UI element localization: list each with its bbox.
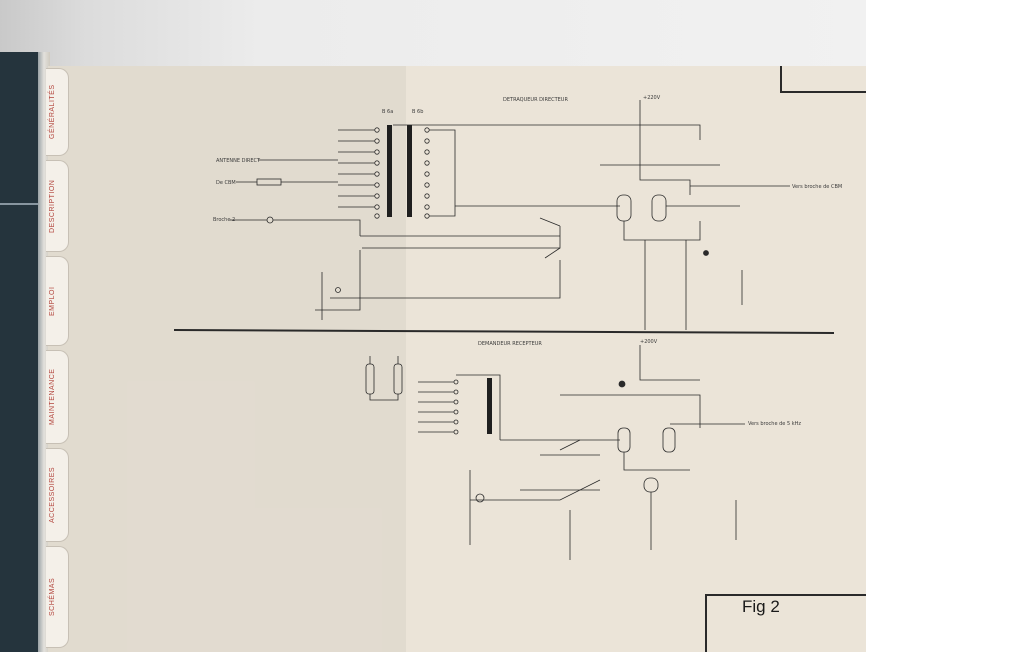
figure-label: Fig 2	[742, 597, 780, 616]
lower-node	[618, 380, 626, 388]
tube-4	[662, 427, 676, 453]
input-resistor	[256, 178, 282, 186]
scanner-background	[0, 0, 866, 66]
ground-dot	[703, 250, 709, 256]
input-connector	[266, 216, 274, 224]
input-label-cbm-1: De CBM	[216, 180, 236, 186]
tab-emploi[interactable]: EMPLOI	[46, 256, 69, 346]
antenna-direct-label: ANTENNE DIRECT	[216, 158, 261, 164]
test-point	[335, 287, 341, 293]
title-block-frame-top	[780, 66, 866, 93]
input-label-broche: Broche 2	[213, 217, 235, 223]
lower-jack	[475, 493, 485, 503]
schematic-page	[48, 66, 866, 652]
title-block-frame-bottom	[705, 594, 866, 652]
switch-wafer-2	[407, 125, 412, 217]
switch-label-a: B 6a	[382, 109, 393, 115]
supply-rail-lower	[639, 345, 700, 381]
tab-schemas[interactable]: SCHÉMAS	[46, 546, 69, 648]
supply-rail-upper	[639, 100, 691, 195]
tab-description[interactable]: DESCRIPTION	[46, 160, 69, 252]
section-divider	[173, 329, 835, 334]
binder-spine	[0, 52, 40, 652]
tab-maintenance[interactable]: MAINTENANCE	[46, 350, 69, 444]
lower-circuit-title: DEMANDEUR RECEPTEUR	[478, 341, 542, 347]
lower-input-jacks	[365, 356, 403, 401]
left-input-network	[338, 124, 640, 217]
lower-switch-contacts	[453, 379, 459, 435]
switch-contacts	[374, 127, 430, 219]
transistor-lower	[643, 477, 659, 493]
tube-2	[651, 194, 667, 222]
supply-label-upper: +220V	[643, 95, 661, 101]
switch-wafer-lower	[487, 378, 492, 434]
binder-stripe	[0, 203, 40, 205]
switch-label-b: B 6b	[412, 109, 423, 115]
output-label-lower: Vers broche de 5 kHz	[748, 421, 801, 427]
output-label-upper: Vers broche de CBM	[792, 184, 842, 190]
page-left-half-shade	[48, 66, 406, 652]
supply-label-lower: +200V	[640, 339, 658, 345]
upper-circuit-title: DETRAQUEUR DIRECTEUR	[503, 97, 568, 103]
tube-1	[616, 194, 632, 222]
tab-accessoires[interactable]: ACCESSOIRES	[46, 448, 69, 542]
tab-generalites[interactable]: GÉNÉRALITÉS	[46, 68, 69, 156]
switch-wafer-1	[387, 125, 392, 217]
